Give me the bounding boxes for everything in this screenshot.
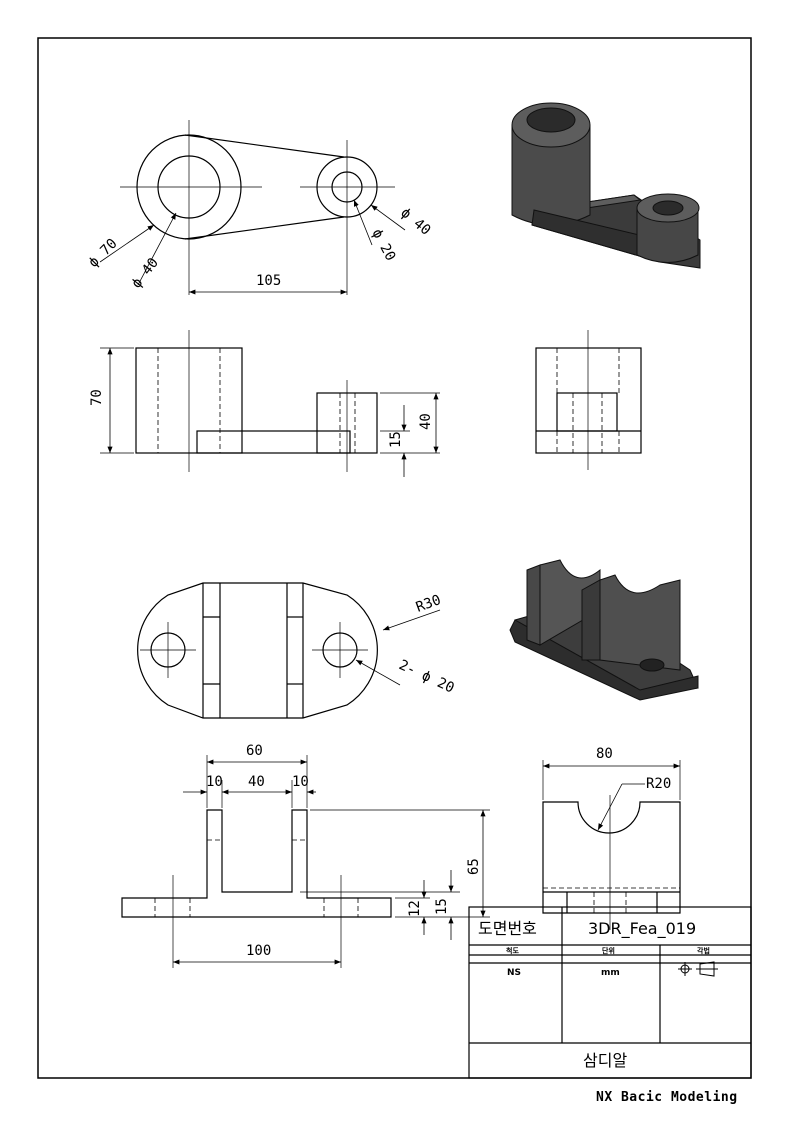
part1-front-view: [100, 330, 440, 477]
dim-100: 100: [246, 943, 271, 959]
part-name: 삼디알: [583, 1051, 627, 1070]
dim-phi40-small: ϕ 40: [397, 205, 433, 239]
dim-10-right: 10: [292, 774, 309, 790]
dim-r20: R20: [646, 776, 671, 792]
part1-isometric: [511, 102, 701, 269]
part2-front-view: [121, 755, 490, 968]
dim-2-holes: 2- ϕ 20: [396, 657, 456, 696]
dim-phi70: ϕ 70: [86, 236, 121, 271]
part2-isometric: [509, 559, 699, 701]
dim-15-bottom: 15: [434, 898, 450, 915]
dim-40: 40: [418, 413, 434, 430]
dim-10-left: 10: [206, 774, 223, 790]
scale-value: NS: [507, 968, 521, 978]
unit-label: 단위: [602, 946, 615, 955]
dim-80: 80: [596, 746, 613, 762]
part1-top-view: [99, 120, 406, 295]
sheet-border: [37, 37, 752, 1079]
dim-40-gap: 40: [248, 774, 265, 790]
drawing-no: 3DR_Fea_019: [588, 919, 696, 939]
dim-15-top: 15: [388, 431, 404, 448]
unit-value: mm: [601, 968, 620, 978]
part2-top-view: [137, 582, 441, 719]
dim-12: 12: [407, 900, 423, 917]
part2-side-view: [542, 760, 681, 930]
dim-70: 70: [89, 389, 105, 406]
dim-60: 60: [246, 743, 263, 759]
dim-phi20: ϕ 20: [368, 226, 398, 263]
third-angle-projection-icon: [678, 961, 718, 977]
part1-side-view: [535, 330, 642, 470]
drawing-no-label: 도면번호: [478, 919, 537, 938]
dim-phi40-large: ϕ 40: [129, 255, 162, 291]
footer-caption: NX Bacic Modeling: [596, 1090, 738, 1105]
dim-65: 65: [466, 858, 482, 875]
dim-105: 105: [256, 273, 281, 289]
dim-r30: R30: [414, 592, 443, 616]
scale-label: 척도: [506, 946, 519, 955]
projection-label: 각법: [697, 946, 710, 955]
